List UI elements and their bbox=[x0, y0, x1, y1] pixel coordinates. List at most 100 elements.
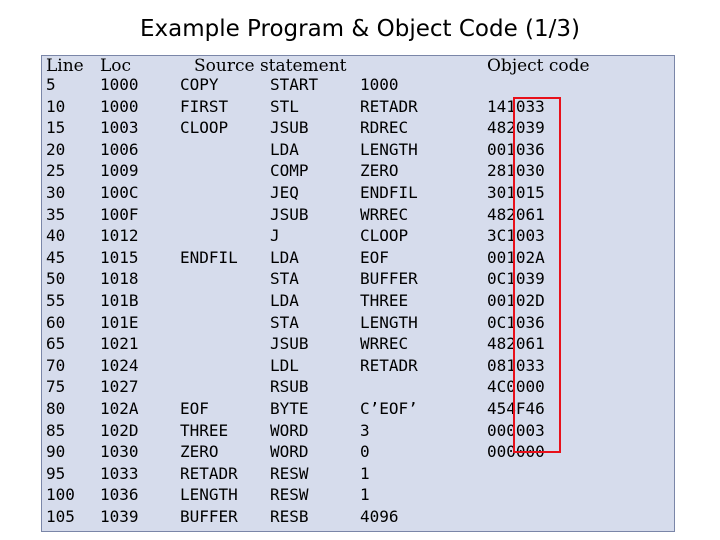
row-operand: BUFFER bbox=[360, 269, 418, 289]
row-location: 102D bbox=[100, 420, 139, 440]
row-opcode: J bbox=[270, 226, 280, 246]
row-object-code: 4C0000 bbox=[487, 377, 545, 397]
row-line-number: 25 bbox=[46, 161, 66, 181]
row-line-number: 50 bbox=[46, 269, 66, 289]
row-opcode: RESW bbox=[270, 463, 309, 483]
row-opcode: STA bbox=[270, 312, 299, 332]
row-line-number: 55 bbox=[46, 291, 66, 310]
row-object-code: 0C1036 bbox=[487, 312, 545, 332]
row-location: 1021 bbox=[100, 334, 139, 354]
code-listing-panel bbox=[41, 55, 675, 532]
row-operand: LENGTH bbox=[360, 139, 418, 159]
row-opcode: JSUB bbox=[270, 334, 309, 354]
row-operand: 1000 bbox=[360, 75, 399, 94]
row-object-code: 454F46 bbox=[487, 399, 545, 418]
row-operand: CLOOP bbox=[360, 226, 409, 246]
row-label: LENGTH bbox=[180, 485, 238, 505]
row-opcode: JEQ bbox=[270, 183, 299, 202]
row-location: 101B bbox=[100, 291, 139, 310]
row-location: 1039 bbox=[100, 507, 139, 526]
row-object-code: 00102D bbox=[487, 291, 545, 310]
row-location: 1000 bbox=[100, 75, 139, 94]
row-operand: ZERO bbox=[360, 161, 399, 181]
row-object-code: 001036 bbox=[487, 139, 545, 159]
row-object-code: 141033 bbox=[487, 96, 545, 116]
row-operand: 4096 bbox=[360, 507, 399, 526]
row-label: THREE bbox=[180, 420, 229, 440]
row-opcode: WORD bbox=[270, 420, 309, 440]
row-location: 1033 bbox=[100, 463, 139, 483]
row-object-code: 301015 bbox=[487, 183, 545, 202]
row-opcode: RSUB bbox=[270, 377, 309, 397]
row-line-number: 95 bbox=[46, 463, 66, 483]
row-label: FIRST bbox=[180, 96, 229, 116]
listing-row: 50 1018 STA BUFFER 0C1039 bbox=[0, 268, 720, 290]
row-line-number: 90 bbox=[46, 442, 66, 462]
row-line-number: 40 bbox=[46, 226, 66, 246]
row-line-number: 5 bbox=[46, 75, 56, 94]
row-location: 100C bbox=[100, 183, 139, 202]
row-object-code: 482039 bbox=[487, 118, 545, 138]
row-object-code: 0C1039 bbox=[487, 269, 545, 289]
row-label: COPY bbox=[180, 75, 219, 94]
row-opcode: START bbox=[270, 75, 319, 94]
row-opcode: STA bbox=[270, 269, 299, 289]
row-location: 1009 bbox=[100, 161, 139, 181]
row-opcode: JSUB bbox=[270, 204, 309, 224]
row-opcode: WORD bbox=[270, 442, 309, 462]
row-location: 1030 bbox=[100, 442, 139, 462]
slide-title: Example Program & Object Code (1/3) bbox=[139, 16, 581, 42]
row-location: 1018 bbox=[100, 269, 139, 289]
row-operand: WRREC bbox=[360, 204, 409, 224]
row-opcode: RESW bbox=[270, 485, 309, 505]
row-location: 1000 bbox=[100, 96, 139, 116]
row-label: EOF bbox=[180, 399, 209, 418]
row-line-number: 20 bbox=[46, 139, 66, 159]
row-location: 1006 bbox=[100, 139, 139, 159]
header-loc: Loc bbox=[100, 56, 132, 76]
row-location: 101E bbox=[100, 312, 139, 332]
row-operand: THREE bbox=[360, 291, 409, 310]
row-location: 1012 bbox=[100, 226, 139, 246]
row-location: 1015 bbox=[100, 247, 139, 267]
row-line-number: 70 bbox=[46, 355, 66, 375]
row-line-number: 45 bbox=[46, 247, 66, 267]
row-object-code: 482061 bbox=[487, 334, 545, 354]
listing-row: 5 1000 COPY START 1000 bbox=[0, 74, 720, 96]
row-object-code: 281030 bbox=[487, 161, 545, 181]
row-operand: EOF bbox=[360, 247, 389, 267]
row-location: 1036 bbox=[100, 485, 139, 505]
row-operand: 1 bbox=[360, 463, 370, 483]
row-operand: RETADR bbox=[360, 355, 418, 375]
row-object-code: 3C1003 bbox=[487, 226, 545, 246]
row-opcode: LDA bbox=[270, 291, 299, 310]
row-opcode: RESB bbox=[270, 507, 309, 526]
row-operand: RDREC bbox=[360, 118, 409, 138]
row-line-number: 60 bbox=[46, 312, 66, 332]
row-opcode: BYTE bbox=[270, 399, 309, 418]
row-line-number: 105 bbox=[46, 507, 75, 526]
row-line-number: 15 bbox=[46, 118, 66, 138]
row-line-number: 80 bbox=[46, 399, 66, 418]
row-location: 102A bbox=[100, 399, 139, 418]
row-operand: RETADR bbox=[360, 96, 418, 116]
row-label: ZERO bbox=[180, 442, 219, 462]
row-operand: 0 bbox=[360, 442, 370, 462]
row-object-code: 00102A bbox=[487, 247, 545, 267]
row-opcode: JSUB bbox=[270, 118, 309, 138]
row-opcode: LDA bbox=[270, 139, 299, 159]
row-opcode: COMP bbox=[270, 161, 309, 181]
